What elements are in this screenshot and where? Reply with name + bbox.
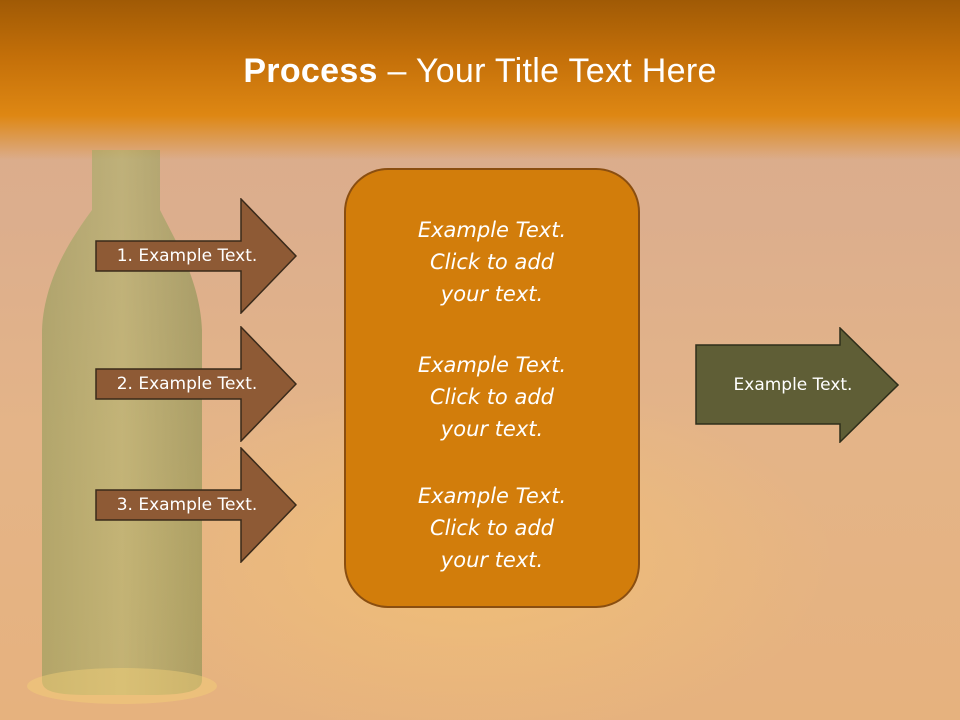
- title-bar: [0, 0, 960, 160]
- right-arrow-icon: [95, 447, 297, 563]
- text-line: your text.: [440, 548, 544, 572]
- step-arrow-2-label: 2. Example Text.: [116, 374, 258, 394]
- result-arrow[interactable]: Example Text.: [695, 327, 899, 443]
- center-text-box[interactable]: Example Text. Click to add your text. Ex…: [344, 168, 640, 608]
- title-bold: Process: [243, 52, 378, 90]
- step-arrow-1[interactable]: 1. Example Text.: [95, 198, 297, 314]
- text-line: Example Text.: [417, 218, 567, 242]
- right-arrow-icon: [695, 327, 899, 443]
- center-text-block-3: Example Text. Click to add your text.: [346, 480, 638, 576]
- text-line: Example Text.: [417, 353, 567, 377]
- text-line: Click to add: [429, 385, 554, 409]
- step-arrow-3-label: 3. Example Text.: [116, 495, 258, 515]
- right-arrow-icon: [95, 326, 297, 442]
- text-line: your text.: [440, 417, 544, 441]
- center-text-block-1: Example Text. Click to add your text.: [346, 214, 638, 310]
- step-arrow-2[interactable]: 2. Example Text.: [95, 326, 297, 442]
- step-arrow-3[interactable]: 3. Example Text.: [95, 447, 297, 563]
- result-arrow-label: Example Text.: [733, 375, 853, 395]
- step-arrow-1-label: 1. Example Text.: [116, 246, 258, 266]
- text-line: Click to add: [429, 250, 554, 274]
- text-line: Click to add: [429, 516, 554, 540]
- center-text-block-2: Example Text. Click to add your text.: [346, 349, 638, 445]
- title-rest: – Your Title Text Here: [377, 52, 717, 90]
- page-title: Process – Your Title Text Here: [0, 52, 960, 91]
- text-line: Example Text.: [417, 484, 567, 508]
- text-line: your text.: [440, 282, 544, 306]
- right-arrow-icon: [95, 198, 297, 314]
